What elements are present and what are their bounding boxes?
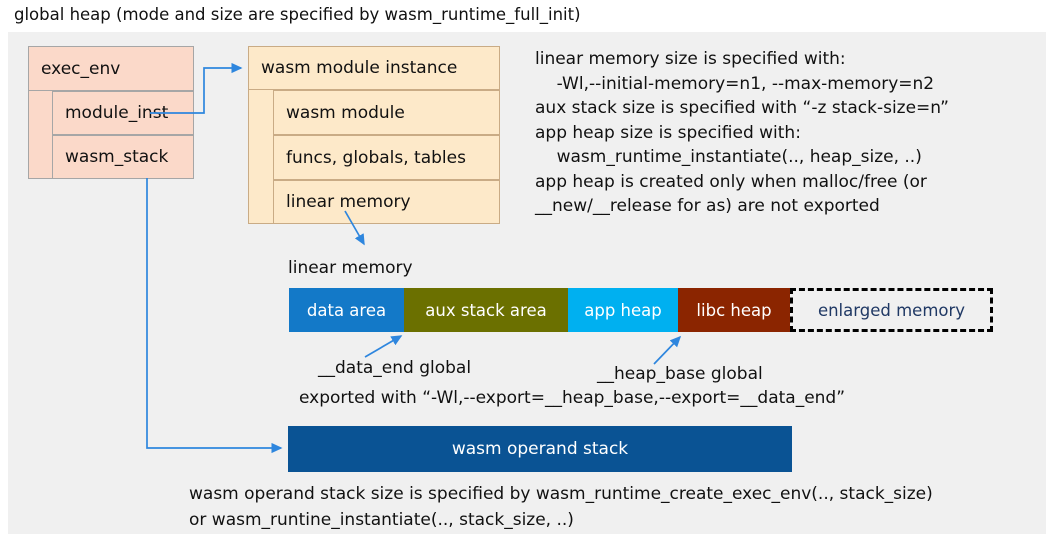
memory-segment-label: libc heap — [696, 300, 772, 320]
memory-segment-label: data area — [306, 300, 387, 320]
memory-segment-enlarged-memory: enlarged memory — [790, 288, 993, 332]
module-instance-row-wasm-module: wasm module — [273, 90, 500, 135]
exec-env-row-wasm-stack: wasm_stack — [52, 135, 194, 179]
linear-memory-bar: data area aux stack area app heap libc heap… — [289, 288, 993, 332]
memory-segment-label: enlarged memory — [817, 300, 966, 320]
module-instance-row-linear-memory-label: linear memory — [286, 192, 411, 212]
annotation-heap-base: __heap_base global — [597, 364, 763, 384]
annotation-data-end: __data_end global — [318, 358, 472, 378]
wasm-operand-stack-bar: wasm operand stack — [288, 426, 792, 472]
memory-segment-label: aux stack area — [425, 300, 547, 320]
configuration-notes: linear memory size is specified with: -W… — [535, 49, 949, 216]
memory-segment-data-area: data area — [289, 288, 404, 332]
exec-env-row-module-inst-label: module_inst — [65, 103, 169, 123]
annotation-exported-with: exported with “-Wl,--export=__heap_base,… — [299, 388, 846, 408]
exec-env-row-module-inst: module_inst — [52, 91, 194, 135]
module-instance-row-wasm-module-label: wasm module — [286, 102, 405, 123]
module-instance-header: wasm module instance — [248, 46, 500, 90]
wasm-operand-stack-label: wasm operand stack — [451, 439, 629, 459]
exec-env-header-label: exec_env — [41, 58, 121, 79]
module-instance-row-linear-memory: linear memory — [273, 180, 500, 224]
page-title: global heap (mode and size are specified… — [14, 5, 581, 24]
memory-segment-libc-heap: libc heap — [678, 288, 790, 332]
module-instance-row-funcs-globals-tables: funcs, globals, tables — [273, 135, 500, 180]
module-instance-header-label: wasm module instance — [261, 58, 458, 78]
exec-env-header: exec_env — [28, 46, 194, 91]
exec-env-row-wasm-stack-label: wasm_stack — [65, 147, 169, 167]
memory-segment-app-heap: app heap — [568, 288, 678, 332]
module-instance-row-funcs-globals-tables-label: funcs, globals, tables — [286, 147, 466, 168]
operand-stack-note: wasm operand stack size is specified by … — [189, 484, 933, 530]
linear-memory-caption: linear memory — [288, 258, 413, 278]
memory-segment-label: app heap — [584, 300, 662, 320]
memory-segment-aux-stack-area: aux stack area — [404, 288, 568, 332]
